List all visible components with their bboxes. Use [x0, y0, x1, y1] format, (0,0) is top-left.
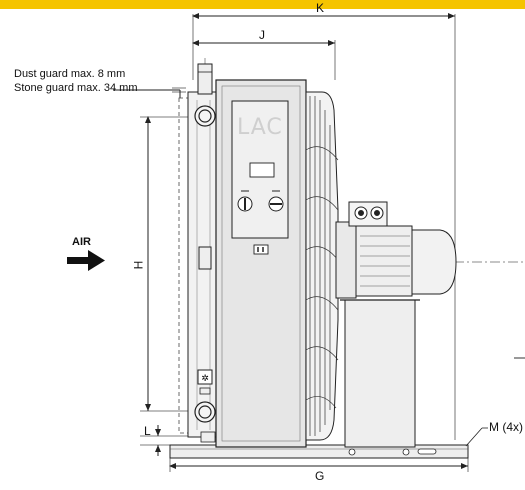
dimension-h-label: H	[131, 260, 146, 270]
dust-guard-note: Dust guard max. 8 mm	[14, 68, 126, 80]
motor	[335, 201, 457, 299]
ports	[194, 105, 216, 423]
stone-guard-note: Stone guard max. 34 mm	[14, 82, 138, 94]
mounting-holes	[348, 448, 437, 456]
svg-text:✲: ✲	[201, 374, 209, 384]
inlet-stub	[197, 63, 213, 95]
motor-support	[344, 299, 416, 448]
display-window	[249, 162, 275, 178]
dimension-j-label: J	[259, 28, 265, 42]
mount-holes-label: M (4x)	[489, 420, 523, 434]
dimension-g-label: G	[315, 469, 325, 483]
dimension-lines	[113, 13, 468, 469]
switch-icon	[237, 190, 253, 212]
accent-bar	[0, 0, 525, 9]
valve-icon	[197, 369, 213, 385]
brand-logo: LAC	[237, 115, 283, 140]
right-arrow-icon	[67, 250, 105, 271]
dimension-l-label: L	[144, 424, 151, 438]
air-label: AIR	[72, 236, 91, 248]
fan-grille	[305, 96, 339, 436]
fan-shroud	[305, 91, 339, 441]
dimension-k-label: K	[316, 1, 325, 15]
base-plate	[169, 444, 469, 459]
switch-icon-2	[268, 190, 284, 212]
mid-connector	[198, 246, 212, 270]
label-plate	[253, 244, 269, 255]
